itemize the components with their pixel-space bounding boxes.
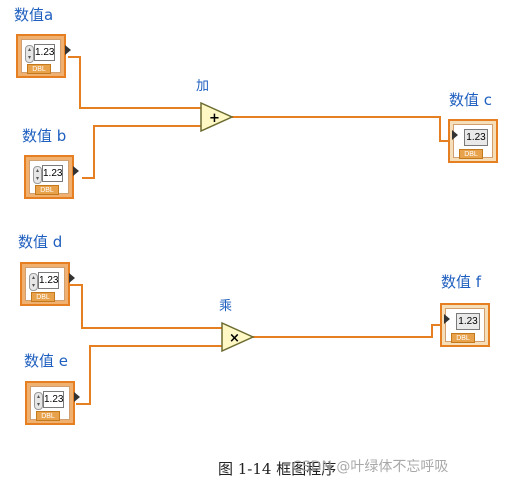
dbl-type-badge: DBL <box>451 333 475 343</box>
multiply-node-symbol: × <box>229 331 240 346</box>
output-arrow-icon <box>69 273 75 283</box>
control-d-value: 1.23 <box>38 272 59 289</box>
dbl-type-badge: DBL <box>459 149 483 159</box>
indicator-c-terminal[interactable]: 1.23 DBL <box>448 119 498 163</box>
spinner-icon: ▴▾ <box>29 273 38 291</box>
add-node-symbol: + <box>209 111 220 126</box>
spinner-icon: ▴▾ <box>25 45 34 63</box>
output-arrow-icon <box>65 45 71 55</box>
indicator-c-label: 数值 c <box>449 91 493 109</box>
control-b-terminal[interactable]: ▴▾ 1.23 DBL <box>24 155 79 199</box>
control-b-label: 数值 b <box>22 127 67 145</box>
wire-add-to-c <box>232 116 452 142</box>
dbl-type-badge: DBL <box>35 185 59 195</box>
indicator-f-value: 1.23 <box>456 313 480 330</box>
multiply-node-label: 乘 <box>219 299 233 314</box>
wire-e-to-multiply <box>76 345 223 405</box>
control-a-value: 1.23 <box>34 44 55 61</box>
indicator-f-label: 数值 f <box>441 273 482 291</box>
add-node <box>200 101 234 133</box>
wire-a-to-add <box>68 56 203 109</box>
indicator-f-terminal[interactable]: 1.23 DBL <box>440 303 490 347</box>
dbl-type-badge: DBL <box>36 411 60 421</box>
input-arrow-icon <box>444 314 450 324</box>
control-a-terminal[interactable]: ▴▾ 1.23 DBL <box>16 34 71 78</box>
control-e-value: 1.23 <box>43 391 64 408</box>
indicator-c-value: 1.23 <box>464 129 488 146</box>
input-arrow-icon <box>452 130 458 140</box>
control-a-label: 数值a <box>14 6 54 24</box>
output-arrow-icon <box>74 392 80 402</box>
figure-caption: 图 1-14 框图程序 <box>218 460 337 478</box>
dbl-type-badge: DBL <box>31 292 55 302</box>
control-b-value: 1.23 <box>42 165 63 182</box>
control-d-terminal[interactable]: ▴▾ 1.23 DBL <box>20 262 75 306</box>
output-arrow-icon <box>73 166 79 176</box>
control-d-label: 数值 d <box>18 233 63 251</box>
spinner-icon: ▴▾ <box>34 392 43 410</box>
add-node-label: 加 <box>196 79 210 94</box>
wire-multiply-to-f <box>253 324 444 338</box>
wire-d-to-multiply <box>70 284 223 329</box>
wire-b-to-add <box>82 125 203 179</box>
control-e-label: 数值 e <box>24 352 68 370</box>
control-e-terminal[interactable]: ▴▾ 1.23 DBL <box>25 381 80 425</box>
dbl-type-badge: DBL <box>27 64 51 74</box>
multiply-node <box>221 321 255 353</box>
watermark: CSDN @叶绿体不忘呼吸 <box>292 459 449 475</box>
spinner-icon: ▴▾ <box>33 166 42 184</box>
